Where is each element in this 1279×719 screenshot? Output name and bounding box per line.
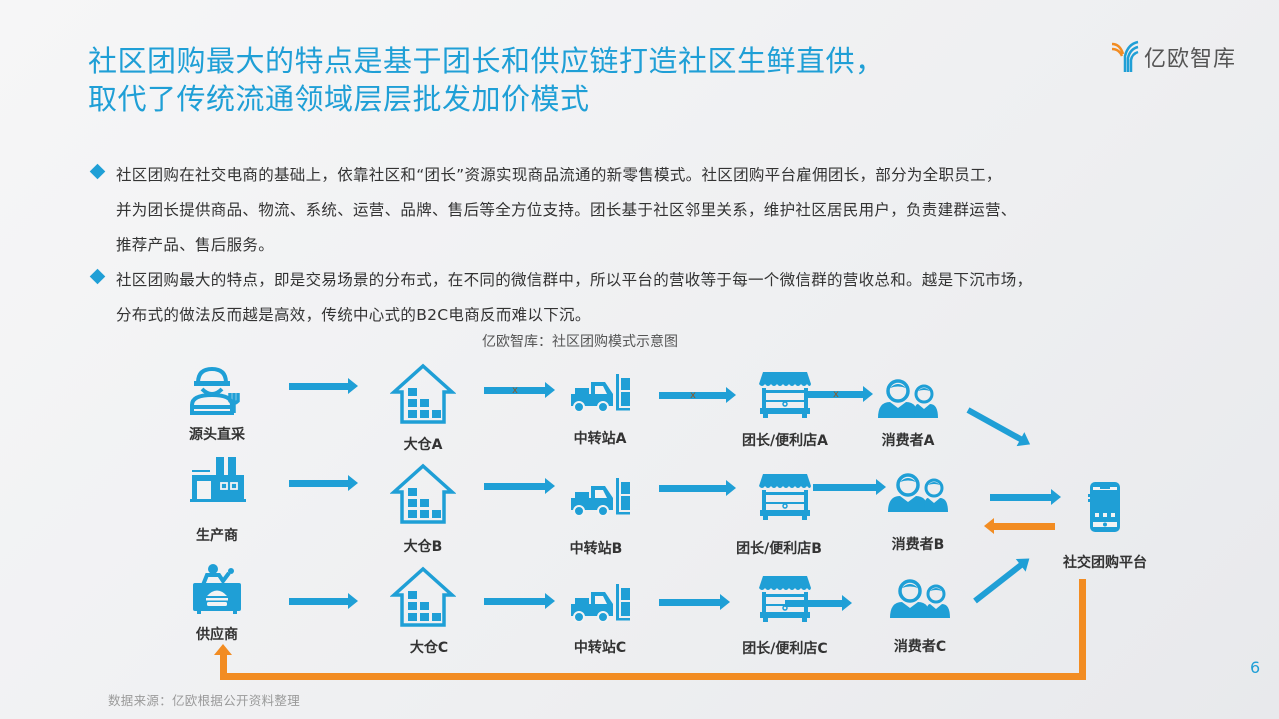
logo: 亿欧智库 (1110, 40, 1236, 74)
forklift-icon (571, 374, 630, 412)
warehouse-icon (390, 566, 456, 627)
diamond-bullet-icon (89, 268, 106, 285)
title-line-1: 社区团购最大的特点是基于团长和供应链打造社区生鲜直供， (88, 44, 885, 78)
diagram-caption: 亿欧智库：社区团购模式示意图 (482, 334, 678, 350)
farmer-icon (190, 366, 240, 415)
node-label: 消费者C (893, 639, 947, 655)
flow-arrow (990, 489, 1061, 505)
node-label: 供应商 (196, 627, 238, 643)
flow-arrow-crossed: x (808, 386, 873, 402)
bullet-line: 分布式的做法反而越是高效，传统中心式的B2C电商反而难以下沉。 (116, 306, 591, 324)
node-label: 团长/便利店B (736, 541, 822, 557)
node-label: 团长/便利店A (742, 433, 828, 449)
flow-arrow (659, 480, 736, 496)
cross-mark: x (690, 390, 696, 401)
node-transfer-a: 中转站A (560, 372, 640, 448)
node-label: 中转站A (573, 431, 627, 447)
flow-arrow-diagonal (966, 407, 1024, 443)
users-icon (888, 473, 948, 512)
flow-arrow (785, 595, 852, 611)
node-label: 大仓B (403, 539, 443, 555)
bullet-list: 社区团购在社交电商的基础上，依靠社区和“团长”资源实现商品流通的新零售模式。社区… (88, 158, 1208, 335)
smartphone-icon (1088, 482, 1120, 532)
feedback-arrow (984, 518, 1055, 534)
node-label: 中转站C (573, 640, 627, 656)
return-arrowhead-icon (214, 644, 232, 655)
node-store-a: 团长/便利店A (735, 370, 835, 450)
bullet-line: 社区团购最大的特点，即是交易场景的分布式，在不同的微信群中，所以平台的营收等于每… (116, 271, 1033, 289)
data-source: 数据来源：亿欧根据公开资料整理 (108, 693, 301, 708)
storefront-icon (759, 474, 811, 520)
forklift-icon (571, 584, 630, 622)
node-label: 大仓A (403, 437, 443, 453)
node-warehouse-c: 大仓C (378, 565, 468, 657)
bullet-item: 社区团购最大的特点，即是交易场景的分布式，在不同的微信群中，所以平台的营收等于每… (88, 263, 1208, 333)
bullet-item: 社区团购在社交电商的基础上，依靠社区和“团长”资源实现商品流通的新零售模式。社区… (88, 158, 1208, 263)
forklift-icon (571, 478, 630, 516)
warehouse-icon (390, 463, 456, 524)
node-consumer-c: 消费者C (880, 578, 960, 656)
title-line-2: 取代了传统流通领域层层批发加价模式 (88, 82, 590, 116)
node-consumer-a: 消费者A (868, 378, 948, 450)
return-line-vertical-right (1079, 579, 1086, 680)
flow-arrow (484, 478, 555, 494)
users-icon (890, 579, 950, 618)
node-transfer-c: 中转站C (560, 582, 640, 657)
page-title: 社区团购最大的特点是基于团长和供应链打造社区生鲜直供， 取代了传统流通领域层层批… (88, 42, 885, 118)
flow-arrow-crossed: x (484, 382, 555, 398)
bullet-line: 推荐产品、售后服务。 (116, 236, 275, 254)
node-source-producer: 生产商 (182, 455, 252, 545)
flow-arrow (484, 593, 555, 609)
node-label: 消费者A (881, 433, 935, 449)
flow-arrow (289, 475, 358, 491)
node-warehouse-b: 大仓B (378, 462, 468, 556)
return-line-vertical-left (220, 654, 227, 680)
page-number: 6 (1250, 658, 1261, 677)
flow-arrow (659, 594, 730, 610)
node-source-vendor: 供应商 (180, 563, 254, 644)
cross-mark: x (512, 385, 518, 396)
storefront-icon (759, 576, 811, 622)
return-line-horizontal (220, 673, 1086, 680)
cross-mark: x (833, 389, 839, 400)
flow-arrow (289, 593, 358, 609)
bullet-line: 并为团长提供商品、物流、系统、运营、品牌、售后等全方位支持。团长基于社区邻里关系… (116, 201, 1017, 219)
node-label: 生产商 (196, 528, 238, 544)
node-transfer-b: 中转站B (560, 476, 640, 558)
users-icon (878, 379, 938, 418)
bullet-line: 社区团购在社交电商的基础上，依靠社区和“团长”资源实现商品流通的新零售模式。社区… (116, 166, 1002, 184)
node-label: 社交团购平台 (1063, 555, 1147, 571)
logo-mark-icon (1111, 40, 1139, 72)
diamond-bullet-icon (89, 163, 106, 180)
flow-arrow (289, 378, 358, 394)
node-platform: 社交团购平台 (1055, 480, 1155, 572)
warehouse-icon (390, 363, 456, 424)
node-label: 消费者B (891, 537, 945, 553)
flow-arrow-diagonal (973, 561, 1025, 604)
factory-icon (190, 457, 246, 502)
logo-text: 亿欧智库 (1144, 47, 1237, 72)
node-label: 大仓C (409, 640, 449, 656)
vendor-stall-icon (193, 564, 241, 614)
node-warehouse-a: 大仓A (378, 362, 468, 454)
node-store-c: 团长/便利店C (735, 574, 835, 658)
node-source-direct: 源头直采 (180, 365, 254, 444)
flow-arrow-crossed: x (659, 387, 736, 403)
node-label: 中转站B (569, 541, 623, 557)
node-label: 源头直采 (189, 427, 245, 443)
node-label: 团长/便利店C (742, 641, 828, 657)
node-store-b: 团长/便利店B (735, 472, 835, 558)
storefront-icon (759, 372, 811, 418)
node-consumer-b: 消费者B (878, 472, 958, 554)
flow-arrow (813, 479, 886, 495)
